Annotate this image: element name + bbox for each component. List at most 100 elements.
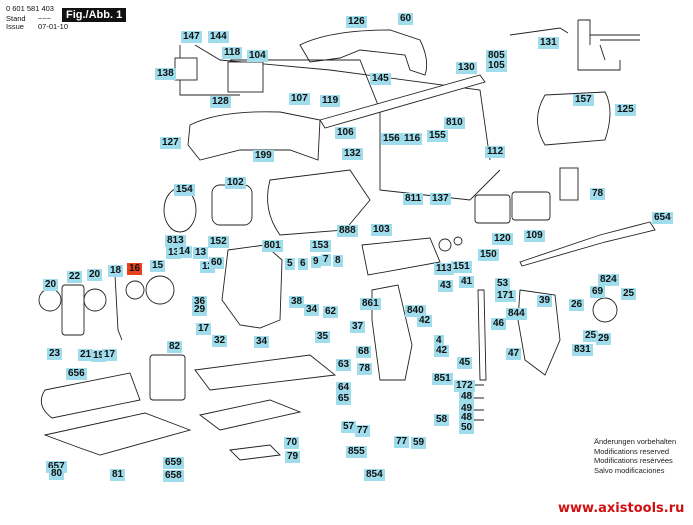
- part-label[interactable]: 658: [163, 470, 184, 482]
- part-label[interactable]: 20: [43, 279, 59, 291]
- part-label[interactable]: 21: [78, 349, 94, 361]
- part-label[interactable]: 50: [459, 422, 475, 434]
- part-label[interactable]: 154: [174, 184, 195, 196]
- part-label[interactable]: 53: [495, 278, 511, 290]
- part-label[interactable]: 813: [165, 235, 186, 247]
- part-label[interactable]: 80: [49, 468, 65, 480]
- part-label[interactable]: 107: [289, 93, 310, 105]
- part-label[interactable]: 125: [615, 104, 636, 116]
- part-label[interactable]: 102: [225, 177, 246, 189]
- part-label[interactable]: 106: [335, 127, 356, 139]
- part-label[interactable]: 5: [285, 258, 295, 270]
- part-label[interactable]: 811: [403, 193, 424, 205]
- part-label[interactable]: 131: [538, 37, 559, 49]
- part-label[interactable]: 155: [427, 130, 448, 142]
- part-label[interactable]: 37: [350, 321, 366, 333]
- part-label[interactable]: 659: [163, 457, 184, 469]
- part-label[interactable]: 844: [506, 308, 527, 320]
- part-label[interactable]: 831: [572, 344, 593, 356]
- part-label[interactable]: 68: [356, 346, 372, 358]
- part-label[interactable]: 29: [192, 304, 208, 316]
- part-label[interactable]: 6: [298, 258, 308, 270]
- part-label[interactable]: 116: [402, 133, 423, 145]
- part-label[interactable]: 861: [360, 298, 381, 310]
- part-label[interactable]: 77: [355, 425, 371, 437]
- part-label[interactable]: 58: [434, 414, 450, 426]
- part-label[interactable]: 17: [196, 323, 212, 335]
- part-label[interactable]: 38: [289, 296, 305, 308]
- part-label-highlighted[interactable]: 16: [127, 263, 143, 275]
- part-label[interactable]: 26: [569, 299, 585, 311]
- part-label[interactable]: 810: [444, 117, 465, 129]
- part-label[interactable]: 9: [311, 256, 321, 268]
- part-label[interactable]: 104: [247, 50, 268, 62]
- part-label[interactable]: 854: [364, 469, 385, 481]
- part-label[interactable]: 64: [336, 382, 352, 394]
- watermark-link[interactable]: www.axistools.ru: [558, 501, 685, 516]
- part-label[interactable]: 654: [652, 212, 673, 224]
- part-label[interactable]: 39: [537, 295, 553, 307]
- part-label[interactable]: 79: [285, 451, 301, 463]
- part-label[interactable]: 22: [67, 271, 83, 283]
- part-label[interactable]: 69: [590, 286, 606, 298]
- part-label[interactable]: 132: [342, 148, 363, 160]
- part-label[interactable]: 130: [456, 62, 477, 74]
- part-label[interactable]: 14: [177, 246, 193, 258]
- part-label[interactable]: 32: [212, 335, 228, 347]
- part-label[interactable]: 109: [524, 230, 545, 242]
- part-label[interactable]: 156: [381, 133, 402, 145]
- part-label[interactable]: 119: [320, 95, 341, 107]
- part-label[interactable]: 78: [357, 363, 373, 375]
- part-label[interactable]: 7: [321, 254, 331, 266]
- part-label[interactable]: 60: [209, 257, 225, 269]
- part-label[interactable]: 4: [434, 335, 444, 347]
- part-label[interactable]: 34: [254, 336, 270, 348]
- part-label[interactable]: 46: [491, 318, 507, 330]
- part-label[interactable]: 57: [341, 421, 357, 433]
- part-label[interactable]: 29: [596, 333, 612, 345]
- part-label[interactable]: 23: [47, 348, 63, 360]
- part-label[interactable]: 78: [590, 188, 606, 200]
- part-label[interactable]: 25: [583, 330, 599, 342]
- part-label[interactable]: 888: [337, 225, 358, 237]
- part-label[interactable]: 59: [411, 437, 427, 449]
- part-label[interactable]: 144: [208, 31, 229, 43]
- part-label[interactable]: 41: [459, 276, 475, 288]
- part-label[interactable]: 82: [167, 341, 183, 353]
- part-label[interactable]: 18: [108, 265, 124, 277]
- part-label[interactable]: 48: [459, 412, 475, 424]
- part-label[interactable]: 127: [160, 137, 181, 149]
- part-label[interactable]: 801: [262, 240, 283, 252]
- part-label[interactable]: 118: [222, 47, 243, 59]
- part-label[interactable]: 151: [451, 261, 472, 273]
- part-label[interactable]: 25: [621, 288, 637, 300]
- part-label[interactable]: 112: [485, 146, 506, 158]
- part-label[interactable]: 15: [150, 260, 166, 272]
- part-label[interactable]: 65: [336, 393, 352, 405]
- part-label[interactable]: 17: [102, 349, 118, 361]
- part-label[interactable]: 138: [155, 68, 176, 80]
- part-label[interactable]: 840: [405, 305, 426, 317]
- part-label[interactable]: 103: [371, 224, 392, 236]
- part-label[interactable]: 42: [434, 345, 450, 357]
- part-label[interactable]: 805: [486, 50, 507, 62]
- part-label[interactable]: 171: [495, 290, 516, 302]
- part-label[interactable]: 120: [492, 233, 513, 245]
- part-label[interactable]: 145: [370, 73, 391, 85]
- part-label[interactable]: 60: [398, 13, 414, 25]
- part-label[interactable]: 199: [253, 150, 274, 162]
- part-label[interactable]: 851: [432, 373, 453, 385]
- part-label[interactable]: 152: [208, 236, 229, 248]
- part-label[interactable]: 8: [333, 255, 343, 267]
- part-label[interactable]: 147: [181, 31, 202, 43]
- part-label[interactable]: 855: [346, 446, 367, 458]
- part-label[interactable]: 34: [304, 304, 320, 316]
- part-label[interactable]: 47: [506, 348, 522, 360]
- part-label[interactable]: 81: [110, 469, 126, 481]
- part-label[interactable]: 70: [284, 437, 300, 449]
- part-label[interactable]: 62: [323, 306, 339, 318]
- part-label[interactable]: 150: [478, 249, 499, 261]
- part-label[interactable]: 157: [573, 94, 594, 106]
- part-label[interactable]: 77: [394, 436, 410, 448]
- part-label[interactable]: 172: [454, 380, 475, 392]
